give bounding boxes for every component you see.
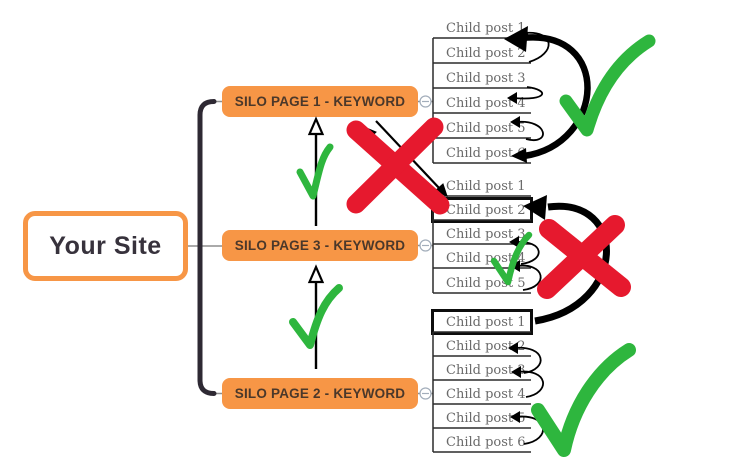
child-post-node[interactable]: Child post 4 [446, 387, 526, 402]
highlighted-child-box-bottom [431, 309, 533, 335]
child-post-node[interactable]: Child post 5 [446, 276, 526, 291]
up-arrow-silo3-to-silo1 [307, 116, 325, 226]
child-post-node[interactable]: Child post 4 [446, 251, 526, 266]
child-post-node[interactable]: Child post 3 [446, 363, 526, 378]
child-post-node[interactable]: Child post 5 [446, 121, 526, 136]
cross-silo-child-arc [523, 195, 610, 325]
child-post-node[interactable]: Child post 4 [446, 96, 526, 111]
child-post-node[interactable]: Child post 5 [446, 411, 526, 426]
collapse-toggle-icon[interactable] [419, 239, 432, 252]
silo-page-3-node[interactable]: SILO PAGE 3 - KEYWORD [222, 230, 418, 261]
child-post-node[interactable]: Child post 1 [446, 315, 526, 330]
highlighted-child-box-middle [431, 197, 533, 223]
child-post-node[interactable]: Child post 1 [446, 21, 526, 36]
silo-page-2-node[interactable]: SILO PAGE 2 - KEYWORD [222, 378, 418, 409]
child-post-node[interactable]: Child post 3 [446, 71, 526, 86]
up-arrow-silo2-to-silo3 [307, 264, 325, 369]
x-mark-icon [346, 117, 450, 215]
child-post-node[interactable]: Child post 2 [446, 46, 526, 61]
collapse-toggle-icon[interactable] [419, 95, 432, 108]
child-post-node[interactable]: Child post 2 [446, 339, 526, 354]
collapse-toggle-icon[interactable] [419, 387, 432, 400]
site-bracket-line [197, 99, 217, 396]
child-post-node[interactable]: Child post 6 [446, 146, 526, 161]
x-mark-icon [537, 215, 631, 299]
silo-page-1-node[interactable]: SILO PAGE 1 - KEYWORD [222, 86, 418, 117]
child-post-node[interactable]: Child post 1 [446, 179, 526, 194]
your-site-node[interactable]: Your Site [23, 211, 188, 281]
child-post-node[interactable]: Child post 3 [446, 227, 526, 242]
child-post-node[interactable]: Child post 6 [446, 435, 526, 450]
